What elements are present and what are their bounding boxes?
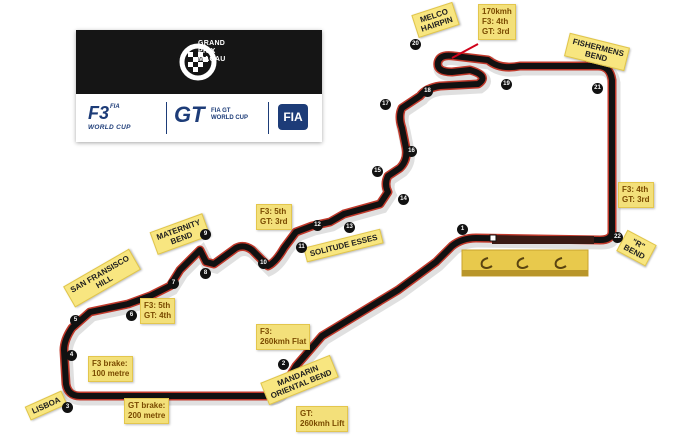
tag-line: GT: bbox=[300, 409, 313, 418]
turn-marker-2: 2 bbox=[278, 359, 289, 370]
turn-marker-17: 17 bbox=[380, 99, 391, 110]
start-line-flag bbox=[489, 234, 497, 242]
turn-marker-3: 3 bbox=[62, 402, 73, 413]
fia-logo: FIA bbox=[278, 104, 308, 130]
tag-line: GT: 3rd bbox=[622, 195, 650, 204]
turn-marker-15: 15 bbox=[372, 166, 383, 177]
turn-marker-8: 8 bbox=[200, 268, 211, 279]
tag-line: F3: 4th bbox=[482, 17, 509, 26]
turn-marker-11: 11 bbox=[296, 242, 307, 253]
tag-line: GT brake: bbox=[128, 401, 166, 410]
f3-text: F3 bbox=[88, 103, 110, 123]
gp-line: MACAU bbox=[198, 56, 226, 63]
turn-marker-9: 9 bbox=[200, 229, 211, 240]
f3-brake-tag: F3 brake:100 metre bbox=[88, 356, 134, 382]
tag-line: 260kmh Lift bbox=[300, 419, 345, 428]
turn-marker-22: 22 bbox=[612, 232, 623, 243]
tag-line: GT: 3rd bbox=[482, 27, 510, 36]
tag-line: F3: 4th bbox=[622, 185, 649, 194]
turn-marker-4: 4 bbox=[66, 350, 77, 361]
gt-sub-line: WORLD CUP bbox=[211, 115, 249, 121]
gt-sub-text: FIA GT WORLD CUP bbox=[211, 108, 248, 122]
f3-fia-text: FIA bbox=[110, 104, 120, 110]
checkered-badge-icon bbox=[179, 43, 217, 81]
tag-line: F3 brake: bbox=[92, 359, 128, 368]
turn-marker-18: 18 bbox=[422, 86, 433, 97]
pit-building-shade bbox=[462, 270, 588, 276]
tag-line: GT: 3rd bbox=[260, 217, 288, 226]
tag-line: GT: 4th bbox=[144, 311, 172, 320]
f3-flat-speed-tag: F3:260kmh Flat bbox=[256, 324, 311, 350]
gt-text: GT bbox=[174, 102, 205, 127]
turn-marker-7: 7 bbox=[168, 278, 179, 289]
tag-line: 200 metre bbox=[128, 411, 166, 420]
pit-logo-mark bbox=[480, 257, 493, 269]
turn-marker-14: 14 bbox=[398, 194, 409, 205]
gt-brake-tag: GT brake:200 metre bbox=[124, 398, 170, 424]
pit-logo-mark bbox=[516, 257, 529, 269]
gt-lift-speed-tag: GT:260kmh Lift bbox=[296, 406, 349, 432]
tag-line: F3: bbox=[260, 327, 272, 336]
f3-sub-text: WORLD CUP bbox=[88, 124, 131, 131]
series-logos: F3FIA WORLD CUP GT FIA GT WORLD CUP FIA bbox=[76, 94, 322, 142]
logo-divider bbox=[268, 102, 269, 134]
turn-marker-20: 20 bbox=[410, 39, 421, 50]
turn-marker-12: 12 bbox=[312, 220, 323, 231]
tag-line: 100 metre bbox=[92, 369, 130, 378]
turn-marker-16: 16 bbox=[406, 146, 417, 157]
turn-marker-5: 5 bbox=[70, 315, 81, 326]
turn-marker-1: 1 bbox=[457, 224, 468, 235]
f3-world-cup-logo: F3FIA WORLD CUP bbox=[88, 104, 131, 131]
tag-line: F3: 5th bbox=[144, 301, 171, 310]
tag-line: F3: 5th bbox=[260, 207, 287, 216]
pit-roof bbox=[492, 236, 594, 244]
grand-prix-macau-text: GRAND PRIX MACAU bbox=[198, 40, 226, 64]
turn-marker-13: 13 bbox=[344, 222, 355, 233]
grand-prix-banner: GRAND PRIX MACAU bbox=[76, 30, 322, 94]
gt-world-cup-logo: GT FIA GT WORLD CUP bbox=[174, 104, 248, 126]
turn-marker-10: 10 bbox=[258, 258, 269, 269]
gp-line: GRAND bbox=[198, 40, 226, 47]
logo-divider bbox=[166, 102, 167, 134]
tag-line: 260kmh Flat bbox=[260, 337, 307, 346]
pit-logo-marks bbox=[480, 257, 567, 269]
turn-marker-21: 21 bbox=[592, 83, 603, 94]
gt-sub-line: FIA GT bbox=[211, 108, 231, 114]
tag-line: 170kmh bbox=[482, 7, 512, 16]
turn-marker-19: 19 bbox=[501, 79, 512, 90]
turn-marker-6: 6 bbox=[126, 310, 137, 321]
event-logo-card: GRAND PRIX MACAU F3FIA WORLD CUP GT FIA … bbox=[76, 30, 322, 142]
gp-line: PRIX bbox=[198, 48, 216, 55]
pit-logo-mark bbox=[554, 257, 567, 269]
hairpin-pointer bbox=[451, 43, 479, 59]
